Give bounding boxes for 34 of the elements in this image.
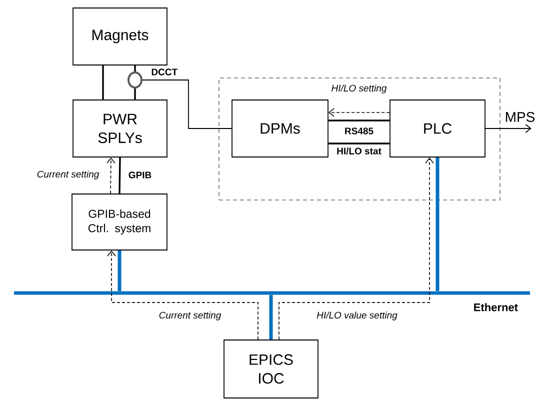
edge-label: Current setting <box>36 170 100 180</box>
network-link <box>118 250 122 292</box>
device-box: GPIB-based Ctrl. system <box>72 194 168 250</box>
device-box: PLC <box>390 100 486 158</box>
network-link <box>269 294 273 340</box>
arrow <box>485 124 532 133</box>
edge-label: Current setting <box>158 310 222 322</box>
edge-label: HI/LO value setting <box>316 310 398 322</box>
connector <box>328 120 390 122</box>
dashed-group-frame <box>218 78 500 200</box>
edge-label: MPS <box>504 111 536 123</box>
dashed-arrow <box>278 157 434 340</box>
connector <box>102 65 104 100</box>
connector <box>142 80 232 129</box>
dashed-arrow <box>107 250 258 340</box>
node-label: Ethernet <box>474 303 518 312</box>
edge-label: RS485 <box>343 126 375 136</box>
edge-label: GPIB <box>127 170 153 180</box>
device-box: Magnets <box>72 8 168 66</box>
network-bus: Ethernet <box>14 291 530 312</box>
connector <box>134 88 136 100</box>
dashed-arrow <box>328 108 390 117</box>
edge-label: HI/LO setting <box>330 84 388 94</box>
dashed-arrow <box>106 157 116 194</box>
edge-label: HI/LO stat <box>336 146 382 156</box>
connector <box>328 142 390 144</box>
current-sensor-ring <box>128 72 142 88</box>
device-box: PWR SPLYs <box>72 100 168 158</box>
sensor-label: DCCT <box>152 68 178 76</box>
connector <box>118 157 121 194</box>
network-link <box>436 157 440 292</box>
device-box: EPICS IOC <box>224 340 318 398</box>
connector <box>134 65 136 72</box>
device-box: DPMs <box>232 100 328 158</box>
